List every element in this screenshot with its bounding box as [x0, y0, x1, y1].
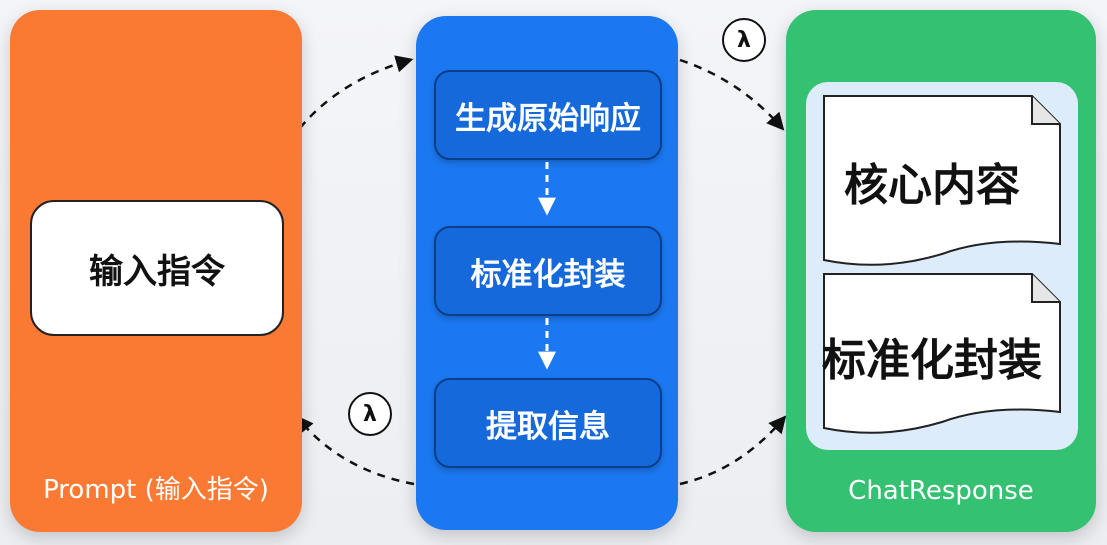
document-icon [823, 95, 1061, 266]
document-label: 核心内容 [844, 160, 1020, 211]
step-label: 标准化封装 [470, 256, 626, 293]
lambda-icon: λ [348, 392, 392, 436]
arrow-model-to-response-bottom [679, 415, 787, 486]
document-label: 标准化封装 [822, 335, 1042, 386]
prompt-panel: 输入指令 Prompt (输入指令) [10, 10, 302, 532]
arrow-model-to-prompt [295, 415, 415, 486]
step-arrows [538, 162, 556, 370]
arrow-prompt-to-model [299, 55, 414, 129]
step-label: 生成原始响应 [455, 100, 641, 137]
step-generate-raw-response: 生成原始响应 [434, 70, 662, 160]
lambda-symbol: λ [363, 401, 377, 427]
step-extract-info: 提取信息 [434, 378, 662, 468]
lambda-symbol: λ [737, 27, 751, 53]
step-standard-wrap: 标准化封装 [434, 226, 662, 316]
arrow-model-to-response [679, 58, 785, 131]
response-inner-box: 核心内容 标准化封装 [806, 82, 1078, 450]
step-label: 提取信息 [486, 408, 610, 445]
response-panel-caption: ChatResponse [848, 476, 1034, 506]
response-panel: 核心内容 标准化封装 ChatResponse [786, 10, 1096, 532]
input-instruction-box: 输入指令 [30, 200, 284, 336]
input-instruction-label: 输入指令 [89, 251, 225, 292]
model-panel: 生成原始响应 标准化封装 提取信息 [416, 16, 678, 530]
lambda-icon: λ [722, 18, 766, 62]
prompt-panel-caption: Prompt (输入指令) [43, 475, 269, 505]
document-icon [823, 273, 1061, 434]
document-standard-wrap: 标准化封装 [822, 272, 1062, 442]
document-core-content: 核心内容 [822, 94, 1062, 269]
